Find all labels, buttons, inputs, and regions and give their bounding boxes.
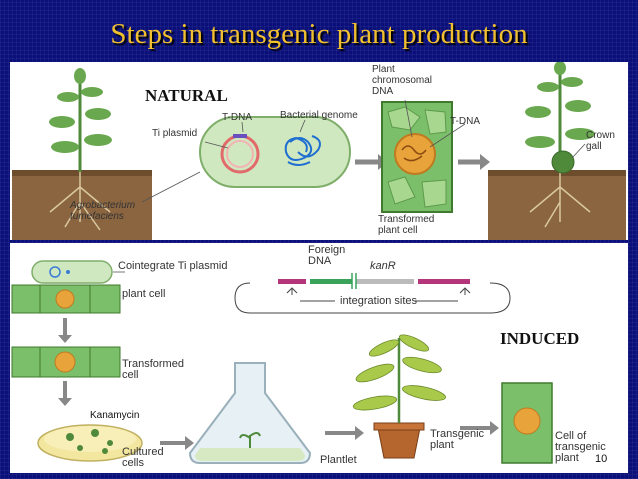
label-plantlet: Plantlet [320,454,357,466]
label-transformed-plant-cell: Transformed plant cell [378,214,435,236]
label-transformed-cell: Transformed cell [122,358,184,381]
label-kan-r: kanR [370,260,396,272]
induced-illustration [11,260,553,464]
label-t-dna: T-DNA [222,112,252,123]
label-integration-sites: integration sites [340,295,418,307]
label-t-dna-2: T-DNA [450,116,480,127]
label-cell-of-transgenic-plant: Cell of transgenic plant [555,430,606,464]
label-cultured-cells: Cultured cells [122,446,164,469]
label-bacterial-genome: Bacterial genome [280,110,358,121]
label-plant-cell: plant cell [122,288,166,300]
transformed-cell-tissue [11,346,121,378]
crown-gall [551,150,575,174]
natural-heading: NATURAL [145,86,228,105]
natural-illustration [12,62,626,240]
label-foreign-dna: Foreign DNA [308,244,346,267]
slide-title: Steps in transgenic plant production [110,18,528,50]
culture-flask [188,362,312,464]
induced-panel: Cointegrate Ti plasmid plant cell Foreig… [10,243,628,473]
soil-right [488,170,626,240]
label-ti-plasmid: Ti plasmid [152,128,198,139]
cointegrate-bacterium [31,260,113,284]
natural-panel: NATURAL Ti plasmid T-DNA Bacterial genom… [10,62,628,240]
plant-cell-tissue [11,284,121,314]
label-cointegrate: Cointegrate Ti plasmid [118,260,228,272]
page-number: 10 [595,453,608,465]
bacterial-genome [284,135,321,166]
dna-construct [234,273,511,314]
label-crown-gall: Crown gall [586,130,615,152]
plant-pot [377,427,421,459]
induced-heading: INDUCED [500,329,580,348]
label-plant-chromosomal-dna: Plant chromosomal DNA [372,64,433,97]
label-kanamycin: Kanamycin [88,409,142,422]
label-transgenic-plant: Transgenic plant [430,428,485,451]
nucleus [394,133,436,175]
label-agrobacterium: Agrobacterium tumefaciens [70,200,136,222]
